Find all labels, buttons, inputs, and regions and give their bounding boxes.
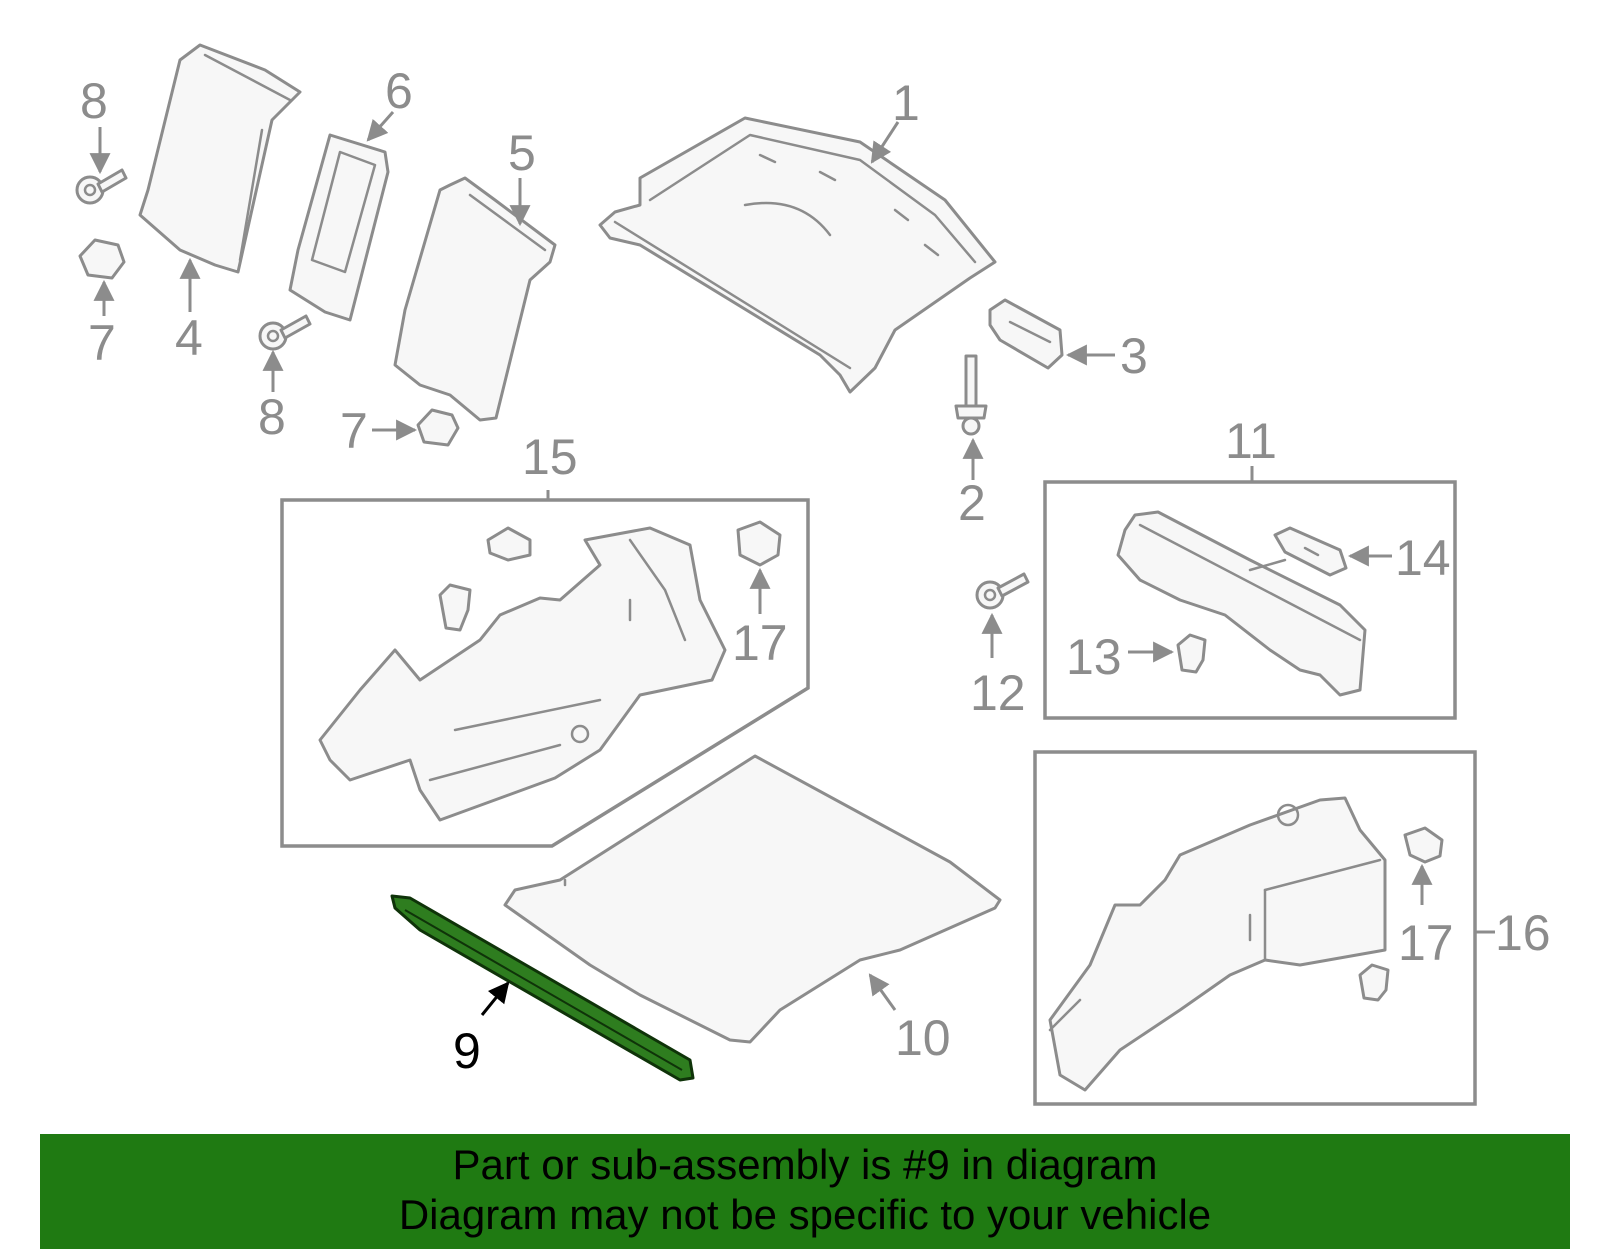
callout-7-left: 7 — [88, 315, 116, 371]
callout-2: 2 — [958, 475, 986, 531]
floor-mat-part-10 — [503, 754, 1002, 1044]
banner-line-1: Part or sub-assembly is #9 in diagram — [452, 1141, 1158, 1188]
clip-part-17-box-16 — [1403, 826, 1444, 864]
callout-11: 11 — [1225, 413, 1277, 469]
banner-line-2: Diagram may not be specific to your vehi… — [398, 1191, 1212, 1238]
callout-13: 13 — [1066, 629, 1122, 685]
quarter-trim-part-16 — [1048, 796, 1387, 1092]
callout-1: 1 — [892, 75, 920, 131]
leader-6 — [366, 111, 395, 142]
quarter-trim-part-15 — [318, 526, 727, 822]
trim-panel-part-4 — [138, 43, 302, 274]
clip-part-7-center — [416, 408, 460, 447]
bolt-part-8-lower — [258, 314, 312, 351]
callout-7-center: 7 — [340, 403, 368, 459]
clip-in-box-15-a — [486, 526, 532, 562]
callout-9: 9 — [453, 1023, 481, 1079]
group-box-16 — [1033, 750, 1477, 1106]
clip-in-box-16 — [1358, 963, 1390, 1002]
trim-panel-part-5 — [393, 176, 557, 422]
sill-plate-part-9-highlighted — [390, 894, 695, 1082]
callout-14: 14 — [1395, 530, 1451, 586]
clip-part-17-box-15 — [736, 520, 782, 567]
package-tray-part-1 — [598, 116, 997, 394]
bolt-part-12 — [975, 572, 1030, 610]
leader-1 — [870, 121, 900, 164]
callout-17-box-15: 17 — [732, 615, 788, 671]
group-box-15 — [280, 498, 810, 848]
stud-bolt-part-2 — [954, 354, 988, 436]
callout-5: 5 — [508, 125, 536, 181]
callout-16: 16 — [1495, 905, 1551, 961]
callout-12: 12 — [970, 665, 1026, 721]
clip-in-box-15-b — [438, 583, 472, 632]
group-box-11 — [1043, 480, 1457, 720]
info-banner: Part or sub-assembly is #9 in diagram Di… — [40, 1134, 1570, 1249]
trim-part-6 — [288, 133, 390, 322]
callout-8-upper: 8 — [80, 73, 108, 129]
callout-4: 4 — [175, 310, 203, 366]
leader-9 — [480, 981, 510, 1016]
bracket-part-3 — [988, 298, 1064, 370]
callout-6: 6 — [385, 63, 413, 119]
callout-3: 3 — [1120, 328, 1148, 384]
bracket-part-14 — [1273, 526, 1348, 577]
callout-15: 15 — [522, 429, 578, 485]
leader-10 — [868, 973, 897, 1011]
callout-17-box-16: 17 — [1398, 915, 1454, 971]
callout-10: 10 — [895, 1010, 951, 1066]
callout-8-lower: 8 — [258, 389, 286, 445]
trim-panel-part-11 — [1116, 510, 1367, 697]
bolt-part-8-upper — [75, 168, 128, 205]
clip-part-7-left — [78, 238, 126, 280]
clip-part-13 — [1176, 633, 1207, 674]
